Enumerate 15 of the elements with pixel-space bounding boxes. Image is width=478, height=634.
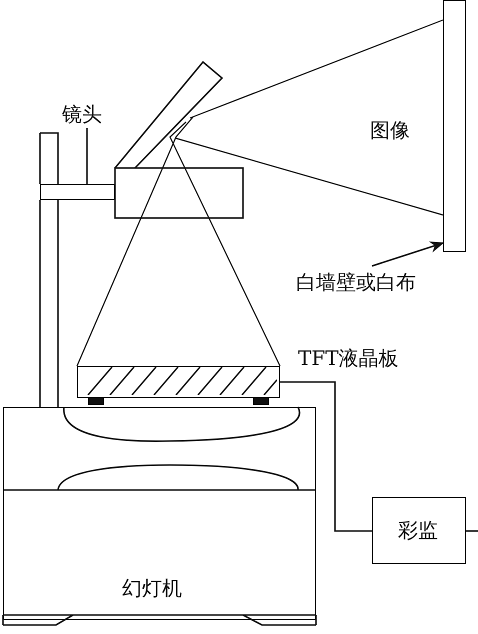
wall-label: 白墙壁或白布 (296, 272, 416, 292)
lens-label: 镜头 (62, 104, 102, 124)
projector-label: 幻灯机 (122, 578, 182, 598)
monitor-box (372, 497, 466, 564)
lcd-panel (77, 366, 280, 398)
panel-label: TFT液晶板 (298, 348, 399, 368)
cable-line (466, 530, 478, 532)
leader-line (372, 242, 444, 267)
lens-tube (40, 184, 115, 200)
projector-box (3, 407, 316, 620)
screen (443, 0, 466, 252)
image-label: 图像 (370, 120, 410, 140)
leader-line (86, 128, 88, 184)
cable-line (280, 381, 372, 532)
monitor-label: 彩监 (398, 520, 438, 540)
